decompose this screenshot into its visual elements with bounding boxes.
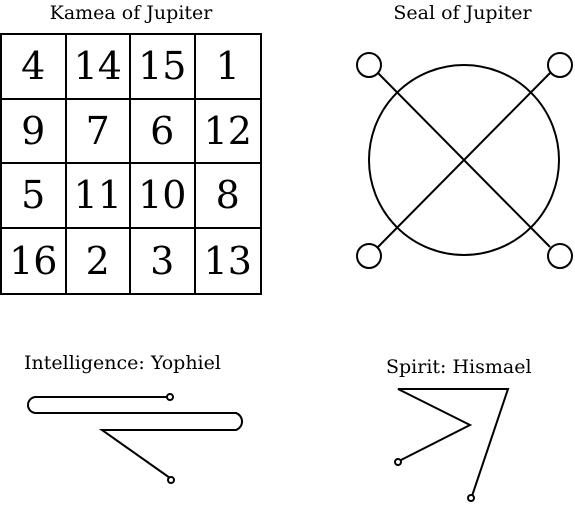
- intelligence-sigil-end-dot: [166, 393, 174, 401]
- kamea-cell: 14: [66, 35, 131, 100]
- kamea-cell: 1: [195, 35, 260, 100]
- kamea-cell: 6: [131, 99, 196, 164]
- seal-terminal-circle: [356, 243, 382, 269]
- kamea-cell: 7: [66, 99, 131, 164]
- kamea-cell: 16: [2, 228, 67, 293]
- kamea-cell: 13: [203, 238, 252, 283]
- spirit-title: Spirit: Hismael: [386, 356, 532, 378]
- kamea-cell: 10: [131, 164, 196, 229]
- kamea-cell: 11: [66, 164, 131, 229]
- seal-terminal-circle: [356, 52, 382, 78]
- kamea-cell: 2: [67, 228, 131, 293]
- seal-diagonal-line: [377, 72, 551, 248]
- spirit-sigil-path: [397, 388, 510, 497]
- kamea-cell: 15: [131, 35, 196, 100]
- spirit-sigil-end-dot: [467, 494, 475, 502]
- seal-terminal-circle: [547, 243, 573, 269]
- seal-title: Seal of Jupiter: [393, 2, 532, 24]
- intelligence-title: Intelligence: Yophiel: [24, 352, 221, 374]
- intelligence-sigil-end-dot: [167, 476, 175, 484]
- kamea-cell: 12: [195, 100, 260, 164]
- kamea-cell: 5: [2, 164, 67, 229]
- kamea-cell: 8: [195, 164, 260, 229]
- kamea-cell: 3: [131, 228, 196, 293]
- seal-central-circle: [368, 64, 560, 256]
- kamea-title: Kamea of Jupiter: [49, 2, 213, 24]
- spirit-sigil-end-dot: [394, 458, 402, 466]
- kamea-cell: 4: [2, 35, 67, 100]
- intelligence-sigil-path: [27, 396, 243, 479]
- seal-terminal-circle: [547, 52, 573, 78]
- kamea-cell: 9: [2, 99, 67, 164]
